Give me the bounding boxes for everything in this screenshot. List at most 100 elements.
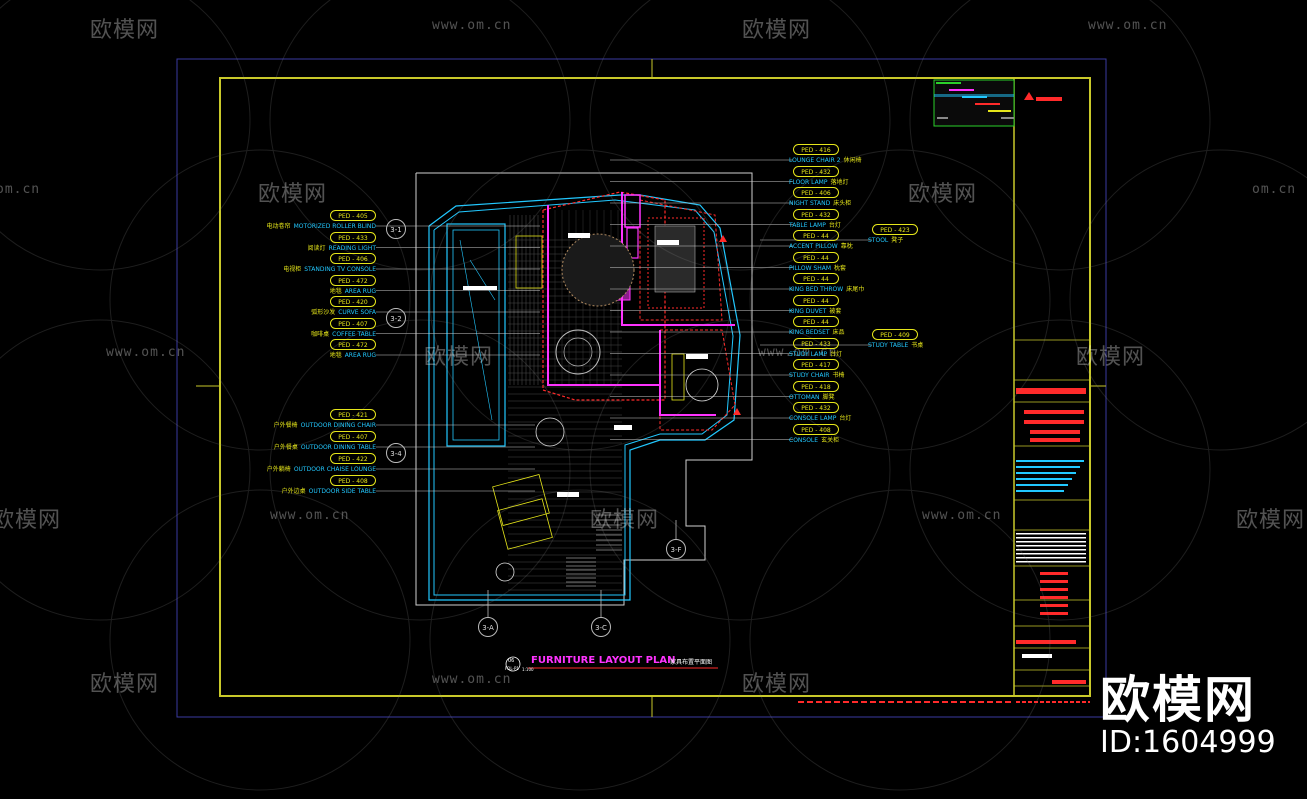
- ped-tag-label-cn: 玄关柜: [821, 436, 840, 444]
- plan-title: FURNITURE LAYOUT PLAN: [531, 655, 676, 666]
- section-bubble[interactable]: 3-F: [666, 539, 686, 559]
- ped-tag-label-en: CURVE SOFA: [338, 309, 376, 316]
- ped-tag[interactable]: PED - 408: [330, 475, 376, 486]
- scale-bubble-bottom: FDL-P1: [505, 666, 519, 671]
- section-bubble[interactable]: 3-4: [386, 443, 406, 463]
- ped-tag-label-cn: 电视柜: [283, 266, 302, 273]
- ped-tag-label-en: AREA RUG: [344, 352, 376, 359]
- ped-tag-label-en: OUTDOOR DINING CHAIR: [300, 422, 376, 429]
- ped-tag-label-en: READING LIGHT: [328, 244, 376, 252]
- ped-tag[interactable]: PED - 409: [872, 329, 918, 340]
- watermark-brand: 欧模网: [90, 18, 160, 43]
- ped-tag[interactable]: PED - 420: [330, 296, 376, 307]
- watermark-brand: 欧模网: [1236, 508, 1306, 533]
- watermark-brand: 欧模网: [742, 672, 812, 697]
- ped-tag[interactable]: PED - 432: [793, 208, 839, 220]
- section-bubble[interactable]: 3-C: [591, 617, 611, 637]
- ped-tag[interactable]: PED - 44: [793, 273, 839, 284]
- ped-tag-label-cn: 弧形沙发: [311, 309, 336, 316]
- ped-tag[interactable]: PED - 432: [793, 402, 839, 413]
- section-bubble[interactable]: 3-A: [478, 617, 498, 637]
- ped-tag-label-en: CONSOLE LAMP: [789, 415, 837, 422]
- watermark-url: om.cn: [1252, 182, 1297, 197]
- ped-tag[interactable]: PED - 44: [793, 230, 839, 241]
- ped-tag[interactable]: PED - 406: [793, 187, 839, 198]
- ped-tag[interactable]: PED - 417: [793, 359, 839, 370]
- ped-tag-label-cn: 被套: [829, 307, 842, 315]
- watermark-url: om.cn: [0, 182, 41, 197]
- key-plan-thumbnail: [933, 79, 1015, 127]
- ped-tag[interactable]: PED - 408: [793, 423, 839, 435]
- ped-tag[interactable]: PED - 44: [793, 294, 839, 306]
- watermark-url: www.om.cn: [270, 508, 350, 523]
- ped-tag-label-en: LOUNGE CHAIR 2: [789, 157, 841, 164]
- ped-tag[interactable]: PED - 472: [330, 274, 376, 286]
- watermark-brand: 欧模网: [742, 18, 812, 43]
- ped-tag-label-cn: 枕套: [834, 264, 847, 272]
- section-bubble[interactable]: 3-1: [386, 219, 406, 239]
- ped-tag[interactable]: PED - 432: [793, 165, 839, 177]
- watermark-url: www.om.cn: [432, 18, 512, 33]
- ped-tag-label-en: COFFEE TABLE: [332, 330, 376, 338]
- ped-tag-label-en: STUDY CHAIR: [789, 372, 830, 379]
- ped-tag-label-cn: 户外边桌: [281, 488, 306, 495]
- ped-tag-label-cn: 床头柜: [833, 200, 852, 207]
- watermark-id: ID:1604999: [1100, 725, 1276, 760]
- ped-tag[interactable]: PED - 418: [793, 380, 839, 392]
- sheet-frame: [219, 77, 1091, 697]
- ped-tag[interactable]: PED - 406: [330, 253, 376, 264]
- ped-tag-label-cn: 台灯: [839, 415, 852, 422]
- ped-tag[interactable]: PED - 433: [330, 231, 376, 243]
- ped-tag[interactable]: PED - 433: [793, 337, 839, 349]
- ped-tag[interactable]: PED - 44: [793, 316, 839, 327]
- ped-tag[interactable]: PED - 44: [793, 251, 839, 263]
- ped-tag-label-en: TABLE LAMP: [789, 221, 826, 229]
- ped-tag-label-cn: 户外餐椅: [273, 422, 298, 429]
- ped-tag[interactable]: PED - 407: [330, 431, 376, 442]
- ped-tag-label-cn: 咖啡桌: [311, 330, 330, 338]
- ped-tag[interactable]: PED - 421: [330, 409, 376, 420]
- ped-tag-label-en: KING DUVET: [789, 307, 827, 315]
- ped-tag-label-en: ACCENT PILLOW: [789, 243, 838, 250]
- ped-tag-label-cn: 书桌: [911, 342, 924, 349]
- ped-tag[interactable]: PED - 416: [793, 144, 839, 155]
- sheet-outer-border: [176, 58, 1107, 718]
- ped-tag[interactable]: PED - 472: [330, 339, 376, 350]
- watermark-logo: 欧模网: [1100, 671, 1256, 729]
- scale-ratio: 1:100: [522, 667, 534, 672]
- ped-tag-label-cn: 地毯: [329, 287, 342, 295]
- watermark-url: www.om.cn: [758, 345, 838, 360]
- ped-tag[interactable]: PED - 423: [872, 224, 918, 235]
- ped-tag-label-en: OUTDOOR SIDE TABLE: [308, 488, 376, 495]
- watermark-brand: 欧模网: [424, 345, 494, 370]
- ped-tag-label-cn: 靠枕: [840, 243, 853, 250]
- ped-tag-label-en: OTTOMAN: [789, 393, 820, 401]
- ped-tag-label-en: AREA RUG: [344, 287, 376, 295]
- ped-tag[interactable]: PED - 405: [330, 210, 376, 221]
- ped-tag-label-en: STANDING TV CONSOLE: [304, 266, 376, 273]
- ped-tag-label-cn: 书椅: [832, 372, 845, 379]
- section-bubble[interactable]: 3-2: [386, 308, 406, 328]
- ped-tag-label-en: KING BED THROW: [789, 286, 844, 293]
- watermark-brand: 欧模网: [1076, 345, 1146, 370]
- ped-tag-label-cn: 地毯: [329, 352, 342, 359]
- pool: [446, 223, 506, 447]
- ped-tag[interactable]: PED - 407: [330, 317, 376, 329]
- ped-tag[interactable]: PED - 422: [330, 453, 376, 464]
